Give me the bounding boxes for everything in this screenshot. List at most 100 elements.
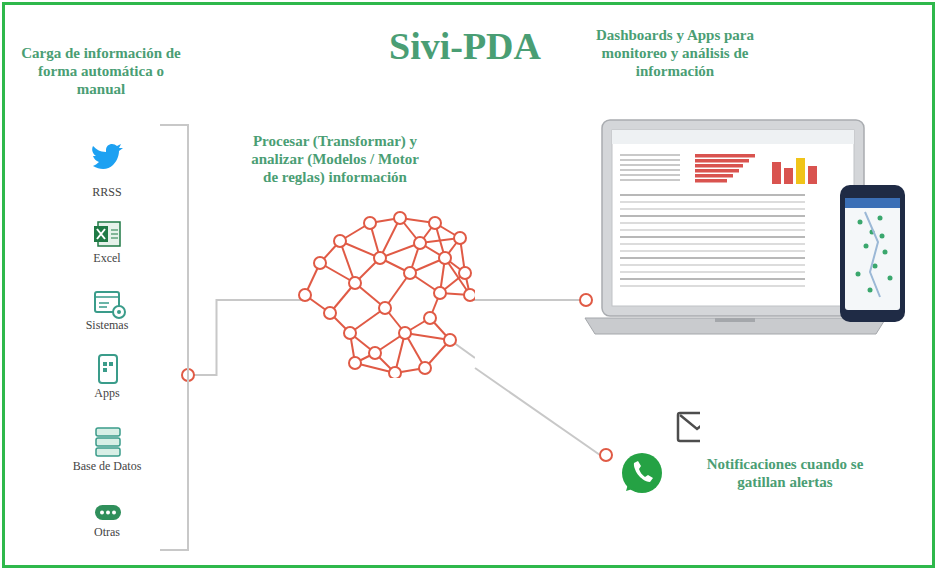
source-label: Excel — [72, 252, 142, 266]
dashboard-table-row — [620, 194, 805, 196]
phone-map-dot — [868, 288, 873, 293]
flow-stage: Carga de información de forma automática… — [15, 40, 188, 555]
connector-line — [475, 368, 600, 455]
diagram-title: Sivi-PDA — [300, 26, 630, 68]
flow-connector — [475, 368, 612, 461]
phone-map-dot — [864, 244, 869, 249]
network-neuron — [334, 235, 346, 247]
dashboard-column — [796, 158, 805, 184]
phone-map-dot — [858, 220, 863, 225]
network-neuron — [344, 327, 356, 339]
network-neuron — [454, 232, 466, 244]
dashboard-table-row — [620, 229, 805, 231]
dashboard-table-row — [620, 222, 805, 224]
laptop-phone-illustration — [580, 22, 910, 340]
phone-screen — [845, 198, 900, 310]
dashboard-header — [612, 130, 854, 144]
phone-header — [845, 198, 900, 208]
flow-connector — [475, 294, 592, 306]
system-gear — [113, 306, 125, 318]
dashboard-table-row — [620, 271, 805, 273]
dashboard-row — [620, 169, 680, 171]
input-stub — [245, 299, 305, 301]
app-phone — [99, 355, 117, 383]
network-neuron — [429, 217, 441, 229]
whatsapp-handset — [634, 461, 653, 482]
dashboard-table-row — [620, 201, 805, 203]
dashboard-bar — [695, 159, 749, 163]
phone-map-dot — [873, 264, 878, 269]
whatsapp-tail — [626, 481, 636, 491]
dashboard-bar — [695, 164, 743, 168]
network-neuron — [299, 289, 311, 301]
network-neuron — [364, 217, 376, 229]
system-gear-hub — [117, 310, 121, 314]
excel-sheet — [98, 222, 120, 246]
app-tile — [103, 362, 107, 366]
phone-map-dot — [856, 272, 861, 277]
flow-stage: Notificaciones cuando se gatillan alerta… — [600, 405, 880, 505]
stage-heading: Procesar (Transformar) y analizar (Model… — [245, 132, 425, 186]
dashboard-column — [772, 162, 781, 184]
network-neuron — [314, 257, 326, 269]
source-label: Base de Datos — [72, 460, 142, 474]
stage-heading: Dashboards y Apps para monitoreo y análi… — [580, 26, 770, 80]
dashboard-bar — [695, 174, 733, 178]
dashboard-column — [808, 166, 817, 184]
network-neuron — [464, 289, 475, 301]
flow-stage: Dashboards y Apps para monitoreo y análi… — [580, 22, 910, 340]
laptop-base — [585, 318, 886, 334]
dashboard-table-row — [620, 250, 805, 252]
excel-badge — [94, 226, 108, 242]
dashboard-table-row — [620, 264, 805, 266]
dashboard-row — [620, 174, 680, 176]
network-neuron — [424, 312, 436, 324]
dashboard-table-row — [620, 278, 805, 280]
phone-map-road — [865, 212, 880, 297]
db-layer — [96, 438, 120, 446]
dashboard-bar — [695, 169, 739, 173]
stage-heading: Carga de información de forma automática… — [21, 44, 181, 98]
dashboard-row — [620, 159, 680, 161]
phone-body — [840, 185, 905, 322]
phone-map-dot — [888, 276, 893, 281]
more-dot — [112, 511, 116, 515]
network-neuron — [394, 212, 406, 224]
network-neuron — [459, 267, 471, 279]
dashboard-bar — [695, 179, 727, 183]
more-dot — [106, 511, 110, 515]
bracket — [160, 125, 188, 550]
dashboard-column — [784, 168, 793, 184]
network-neuron — [399, 327, 411, 339]
stage-heading: Notificaciones cuando se gatillan alerta… — [695, 455, 875, 491]
envelope — [678, 413, 700, 441]
connector-line — [188, 300, 245, 375]
more-dot — [100, 511, 104, 515]
network-neuron — [414, 237, 426, 249]
network-neuron — [444, 334, 456, 346]
app-tile — [109, 362, 113, 366]
dashboard-table-row — [620, 208, 805, 210]
envelope-flap — [680, 415, 700, 429]
network-neuron — [349, 277, 361, 289]
dashboard-row — [620, 164, 680, 166]
db-layer — [96, 448, 120, 456]
notification-icons — [600, 405, 700, 505]
phone-map-dot — [880, 234, 885, 239]
app-tile — [103, 368, 107, 372]
db-layer — [96, 428, 120, 436]
more-pill — [95, 505, 121, 520]
dashboard-row — [620, 179, 680, 181]
network-neuron — [419, 362, 431, 374]
dashboard-table-row — [620, 243, 805, 245]
network-neuron — [434, 287, 446, 299]
network-neuron — [349, 357, 361, 369]
laptop-screen — [612, 130, 854, 306]
twitter-icon — [92, 144, 123, 169]
phone-map-dot — [883, 250, 888, 255]
network-neuron — [374, 252, 386, 264]
dashboard-table-row — [620, 257, 805, 259]
whatsapp-bubble — [622, 453, 662, 493]
source-label: Apps — [72, 387, 142, 401]
